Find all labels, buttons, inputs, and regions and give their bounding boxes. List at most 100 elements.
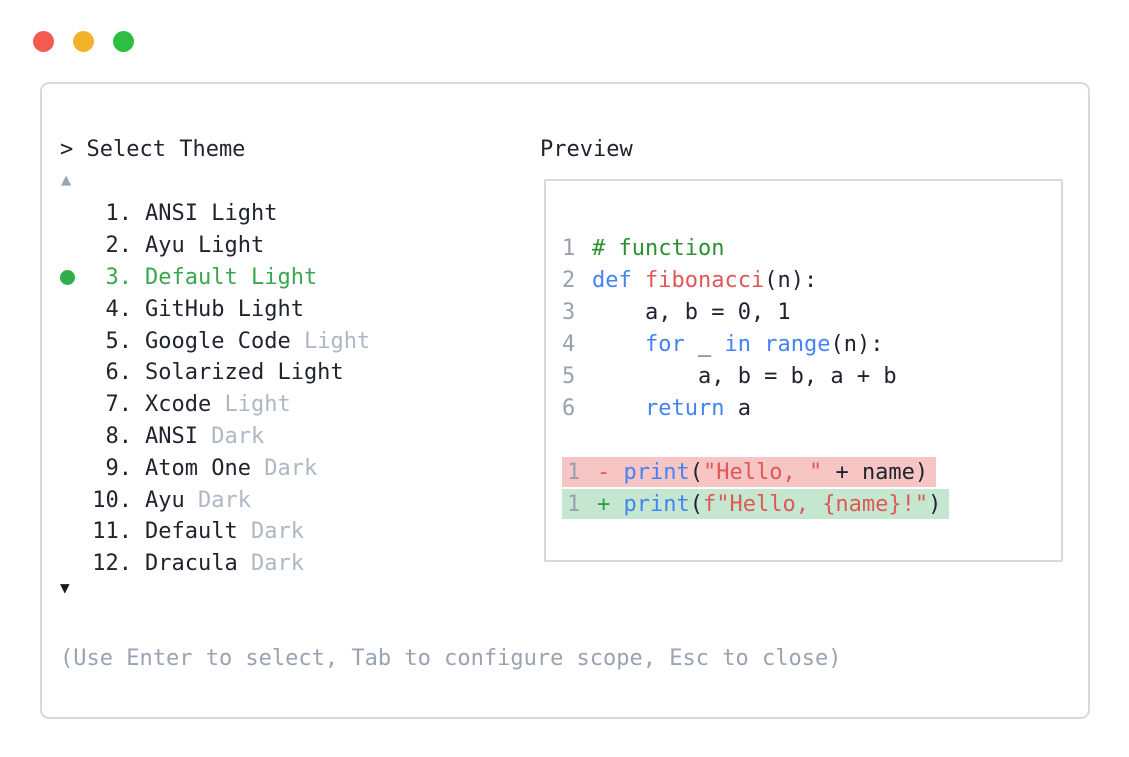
theme-item-number: 2. <box>105 233 133 259</box>
theme-list: 1. ANSI Light 2. Ayu Light 3. Default Light 4.… <box>60 198 370 580</box>
theme-item[interactable]: 5. Google Code Light <box>60 325 371 357</box>
code-line: 1 + print(f"Hello, {name}!") <box>562 488 950 520</box>
theme-item-variant: Dark <box>211 423 265 449</box>
theme-item-name: Xcode Light <box>145 392 291 418</box>
theme-item[interactable]: 11. Default Dark <box>60 516 370 548</box>
code-segment <box>632 268 645 293</box>
theme-item-variant: Dark <box>250 519 304 545</box>
line-number: 2 <box>562 267 576 293</box>
line-number: 5 <box>562 363 576 389</box>
theme-item-number: 10. <box>92 487 132 513</box>
theme-item-number: 4. <box>105 296 133 322</box>
code-segment: - <box>597 459 624 485</box>
code-segment: print <box>623 491 690 517</box>
theme-item[interactable]: 4. GitHub Light <box>60 293 370 325</box>
theme-item-name: Atom One Dark <box>145 455 318 481</box>
code-line: 2 def fibonacci(n): <box>562 264 949 296</box>
theme-picker-panel: > Select Theme ▲ 1. ANSI Light 2. Ayu Light… <box>40 82 1090 719</box>
maximize-button[interactable] <box>113 31 134 52</box>
code-segment: + name) <box>822 459 929 485</box>
code-line: 1 # function <box>562 232 949 264</box>
code-segment: _ <box>684 331 725 357</box>
theme-item-name: Ayu Light <box>145 233 265 259</box>
minimize-button[interactable] <box>73 31 94 52</box>
code-segment: def <box>592 267 632 293</box>
code-segment: for <box>644 331 685 357</box>
theme-item-number: 9. <box>105 455 133 481</box>
code-line: 1- print("Hello, " + name) <box>562 456 949 488</box>
code-segment <box>751 332 764 357</box>
theme-item-variant: Light <box>224 392 291 418</box>
theme-item-number: 6. <box>105 360 133 386</box>
theme-item[interactable]: 7.Xcode Light <box>60 389 370 421</box>
code-segment: ) <box>928 491 942 517</box>
code-segment <box>592 332 645 357</box>
code-line <box>562 424 949 456</box>
line-number: 6 <box>562 395 576 421</box>
code-line: 3 a, b = 0, 1 <box>562 296 949 328</box>
code-segment: a, b = b, a + b <box>592 363 897 389</box>
diff-added-line: 1 + print(f"Hello, {name}!") <box>562 489 950 519</box>
theme-item-name: ANSI Dark <box>145 423 265 449</box>
theme-item-variant: Dark <box>264 455 318 481</box>
theme-item[interactable]: 2. Ayu Light <box>60 230 370 262</box>
theme-item[interactable]: 9. Atom One Dark <box>60 452 370 484</box>
code-segment: range <box>764 331 831 357</box>
theme-item-number: 8. <box>105 423 133 449</box>
close-button[interactable] <box>33 31 54 52</box>
theme-item-name: Solarized Light <box>145 360 344 386</box>
line-number: 4 <box>562 331 576 357</box>
code-segment: fibonacci <box>645 267 765 293</box>
code-segment: (n): <box>830 331 884 357</box>
theme-item-name: Google Code Light <box>145 328 371 354</box>
code-line: 4 for _ in range(n): <box>562 328 949 360</box>
code-segment: a, b = 0, 1 <box>592 299 791 325</box>
preview-title: Preview <box>540 137 633 162</box>
theme-item-number: 5. <box>105 328 133 354</box>
code-line: 6 return a <box>562 392 949 424</box>
scroll-up-icon[interactable]: ▲ <box>61 170 72 190</box>
theme-item-variant: Light <box>303 328 371 354</box>
line-number: 1 <box>567 491 581 517</box>
theme-item[interactable]: 3. Default Light <box>60 262 370 294</box>
theme-item-number: 3. <box>105 264 133 290</box>
code-segment: print <box>623 459 690 485</box>
code-segment: + <box>597 491 624 517</box>
theme-item[interactable]: 12.Dracula Dark <box>60 548 370 580</box>
code-segment: # function <box>592 235 725 261</box>
theme-item[interactable]: 8. ANSI Dark <box>60 421 370 453</box>
code-segment: a <box>724 395 751 421</box>
scroll-down-icon[interactable]: ▼ <box>60 578 70 597</box>
diff-removed-line: 1- print("Hello, " + name) <box>562 457 937 487</box>
code-segment: "Hello, " <box>702 459 823 485</box>
theme-item-name: Default Light <box>145 264 318 290</box>
theme-item[interactable]: 6. Solarized Light <box>60 357 370 389</box>
line-number: 1 <box>562 235 576 261</box>
theme-item[interactable]: 1. ANSI Light <box>60 198 370 230</box>
line-number: 1 <box>567 459 581 485</box>
theme-item-name: GitHub Light <box>145 296 304 322</box>
code-segment: (n): <box>764 267 818 293</box>
window-controls <box>33 31 134 52</box>
selected-dot-icon <box>60 269 92 285</box>
theme-item-name: ANSI Light <box>145 201 278 227</box>
theme-item-number: 1. <box>105 201 133 227</box>
select-theme-prompt: > Select Theme <box>60 137 246 162</box>
code-segment: ( <box>689 491 703 517</box>
code-segment: return <box>644 395 725 421</box>
theme-item-variant: Dark <box>197 487 251 513</box>
code-line: 5 a, b = b, a + b <box>562 360 949 392</box>
hint-text: (Use Enter to select, Tab to configure s… <box>60 646 842 671</box>
theme-item-name: Ayu Dark <box>145 487 251 513</box>
code-segment: in <box>724 331 751 357</box>
theme-item-variant: Dark <box>250 551 304 577</box>
theme-item-name: Default Dark <box>145 519 304 545</box>
theme-item[interactable]: 10. Ayu Dark <box>60 484 370 516</box>
theme-item-number: 11. <box>92 519 132 545</box>
code-segment: f"Hello, {name}!" <box>702 491 929 517</box>
code-segment: ( <box>689 459 703 485</box>
line-number: 3 <box>562 299 576 325</box>
theme-item-number: 12. <box>92 551 132 577</box>
